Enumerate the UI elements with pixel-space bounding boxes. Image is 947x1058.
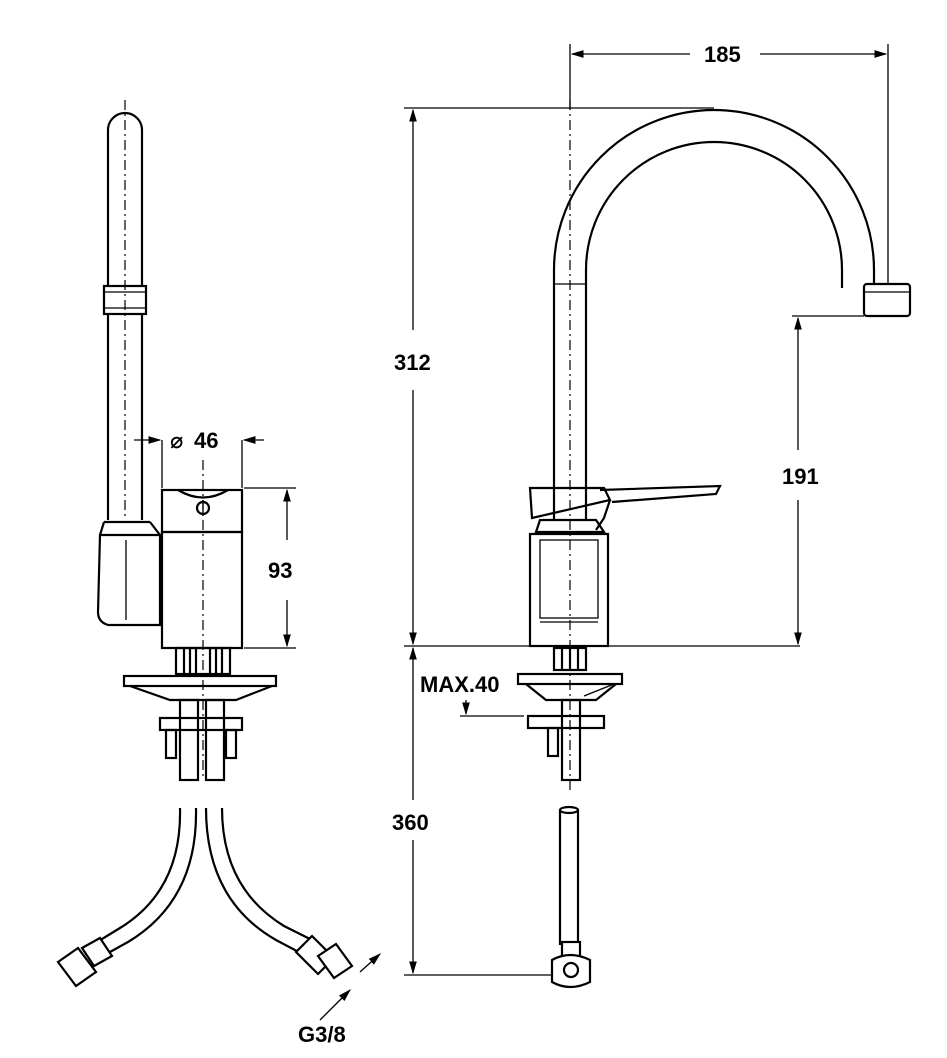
dim-diameter: ⌀ 46 [134, 428, 264, 488]
front-body [528, 532, 610, 648]
dim-spout-reach: 185 [569, 42, 889, 284]
side-spout-tube [102, 100, 148, 520]
dim-body-height: 93 [244, 487, 296, 649]
dim-spout-reach-value: 185 [704, 42, 741, 67]
side-view: ⌀ 46 93 G3/8 [56, 100, 381, 1047]
dim-thread-value: G3/8 [298, 1022, 346, 1047]
hose-fitting-right [294, 934, 354, 980]
front-mounting [516, 646, 624, 782]
side-threads [174, 646, 232, 676]
dim-spout-height: 191 [782, 315, 864, 646]
dim-max-deck: MAX.40 [420, 672, 524, 717]
dim-max-deck-value: MAX.40 [420, 672, 499, 697]
hose-fitting-left [56, 936, 114, 988]
dim-body-height-value: 93 [268, 558, 292, 583]
dim-spout-height-value: 191 [782, 464, 819, 489]
dim-diameter-symbol: ⌀ [170, 428, 183, 453]
front-hose [550, 805, 592, 989]
dim-diameter-value: 46 [194, 428, 218, 453]
dim-hose-length: 360 [392, 646, 552, 976]
dim-total-height-value: 312 [394, 350, 431, 375]
side-body [160, 460, 244, 780]
side-mounting-plate [122, 674, 278, 782]
front-spout [552, 100, 912, 790]
front-view: 185 312 191 MAX.40 360 [392, 42, 912, 989]
side-hoses [56, 807, 381, 1021]
dim-total-height: 312 [394, 107, 800, 647]
side-lever-block [96, 520, 162, 627]
front-lever [528, 484, 722, 534]
dim-hose-length-value: 360 [392, 810, 429, 835]
